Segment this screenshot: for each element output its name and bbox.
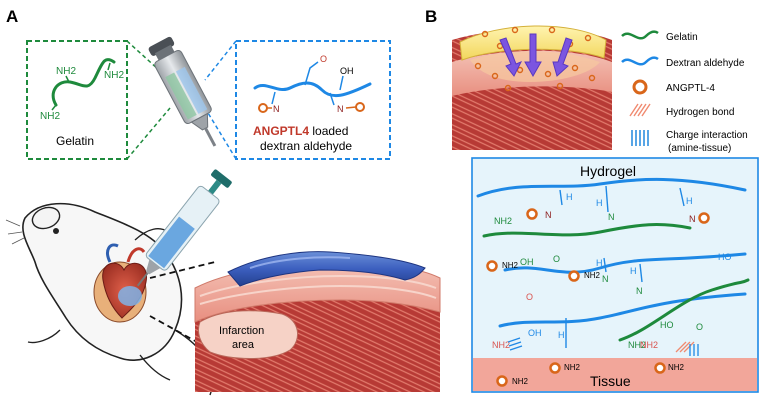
infarction-label-line2: area xyxy=(232,339,255,351)
legend-charge-icon xyxy=(631,130,649,146)
nh2-label: NH2 xyxy=(494,216,512,226)
nitrogen-label: N xyxy=(602,274,609,284)
nh2-label: NH2 xyxy=(668,363,685,372)
nitrogen-label: N xyxy=(689,214,696,224)
nitrogen-label: N xyxy=(608,212,615,222)
oxygen-atom: O xyxy=(320,54,327,64)
angptl4-icon xyxy=(654,362,666,374)
dextran-chain xyxy=(253,81,372,98)
nitrogen-atom: N xyxy=(337,104,344,114)
nh2-label: NH2 xyxy=(40,111,60,122)
legend-angptl4-label: ANGPTL-4 xyxy=(666,83,715,94)
rat-illustration xyxy=(5,202,214,396)
legend-hbond-label: Hydrogen bond xyxy=(666,107,734,118)
hydroxyl-label: OH xyxy=(520,257,534,267)
delivery-arrow-icon xyxy=(499,33,573,78)
angptl4-icon xyxy=(698,212,710,224)
hydrogen-label: H xyxy=(558,330,565,340)
hydrogen-label: H xyxy=(566,192,573,202)
nh2-label: NH2 xyxy=(640,340,658,350)
oxygen-label: O xyxy=(553,254,560,264)
dextran-label-line2: dextran aldehyde xyxy=(260,139,352,153)
gelatin-label: Gelatin xyxy=(56,134,94,148)
legend-charge-label-2: (amine-tissue) xyxy=(668,143,731,154)
gelatin-box: NH2 NH2 NH2 Gelatin xyxy=(26,40,128,160)
nitrogen-atom: N xyxy=(273,104,280,114)
infarction-label-line1: Infarction xyxy=(219,325,264,337)
legend: Gelatin Dextran aldehyde ANGPTL-4 Hydrog… xyxy=(621,30,748,154)
hydroxyl-label: OH xyxy=(528,328,542,338)
angptl4-icon xyxy=(549,362,561,374)
oxygen-label: O xyxy=(526,292,533,302)
hydroxyl-label: HO xyxy=(718,252,732,262)
nitrogen-label: N xyxy=(545,210,552,220)
panel-a-letter: A xyxy=(6,7,18,26)
nh2-label: NH2 xyxy=(56,66,76,77)
legend-dextran-label: Dextran aldehyde xyxy=(666,58,745,69)
hydrogel-schematic: Hydrogel Tissue H H H H H H N N xyxy=(471,157,759,393)
angptl4-icon xyxy=(355,102,365,112)
angptl4-icon xyxy=(258,103,268,113)
legend-hbond-icon xyxy=(629,103,651,117)
legend-gelatin-label: Gelatin xyxy=(666,32,698,43)
angptl4-icon xyxy=(526,208,538,220)
zoom-connectors-blue xyxy=(204,40,237,160)
nh2-label: NH2 xyxy=(628,340,646,350)
angptl4-icon xyxy=(486,260,498,272)
hydrogel-label: Hydrogel xyxy=(580,163,636,179)
tissue-block: Infarction area xyxy=(194,251,441,392)
legend-dextran-swatch xyxy=(621,56,659,66)
oxygen-label: O xyxy=(696,322,703,332)
nh2-label: NH2 xyxy=(584,271,601,280)
hydrogen-label: H xyxy=(596,198,603,208)
injection-syringe-icon xyxy=(136,169,232,287)
legend-charge-label: Charge interaction xyxy=(666,130,748,141)
charge-interaction-icon xyxy=(689,344,699,356)
hydrogel-patch xyxy=(227,251,426,287)
hydrogen-label: H xyxy=(596,258,603,268)
adhesion-illustration xyxy=(452,25,612,151)
angptl4-icon xyxy=(496,375,508,387)
nh2-label: NH2 xyxy=(104,70,124,81)
hydroxyl-label: HO xyxy=(660,320,674,330)
dual-syringe-icon xyxy=(148,36,217,147)
nh2-label: NH2 xyxy=(492,340,510,350)
nh2-label: NH2 xyxy=(502,261,519,270)
nh2-label: NH2 xyxy=(564,363,581,372)
legend-angptl4-icon xyxy=(632,79,648,95)
nh2-label: NH2 xyxy=(512,377,529,386)
nitrogen-label: N xyxy=(636,286,643,296)
dextran-box: O OH N N ANGPTL4 loaded dextran aldehyde xyxy=(235,40,391,160)
tissue-label: Tissue xyxy=(590,373,631,389)
dextran-label-line1: ANGPTL4 loaded xyxy=(253,124,348,138)
legend-gelatin-swatch xyxy=(621,30,659,40)
charge-interaction-icon xyxy=(507,337,523,351)
gelatin-chain xyxy=(51,58,116,107)
angptl4-icon xyxy=(568,270,580,282)
hydrogen-bond-icon xyxy=(675,341,695,353)
hydrogen-label: H xyxy=(630,266,637,276)
zoom-connectors xyxy=(126,40,171,160)
hydroxyl-label: OH xyxy=(340,66,354,76)
panel-b-letter: B xyxy=(425,7,437,26)
hydrogen-label: H xyxy=(686,196,693,206)
infarction-area xyxy=(197,310,298,359)
